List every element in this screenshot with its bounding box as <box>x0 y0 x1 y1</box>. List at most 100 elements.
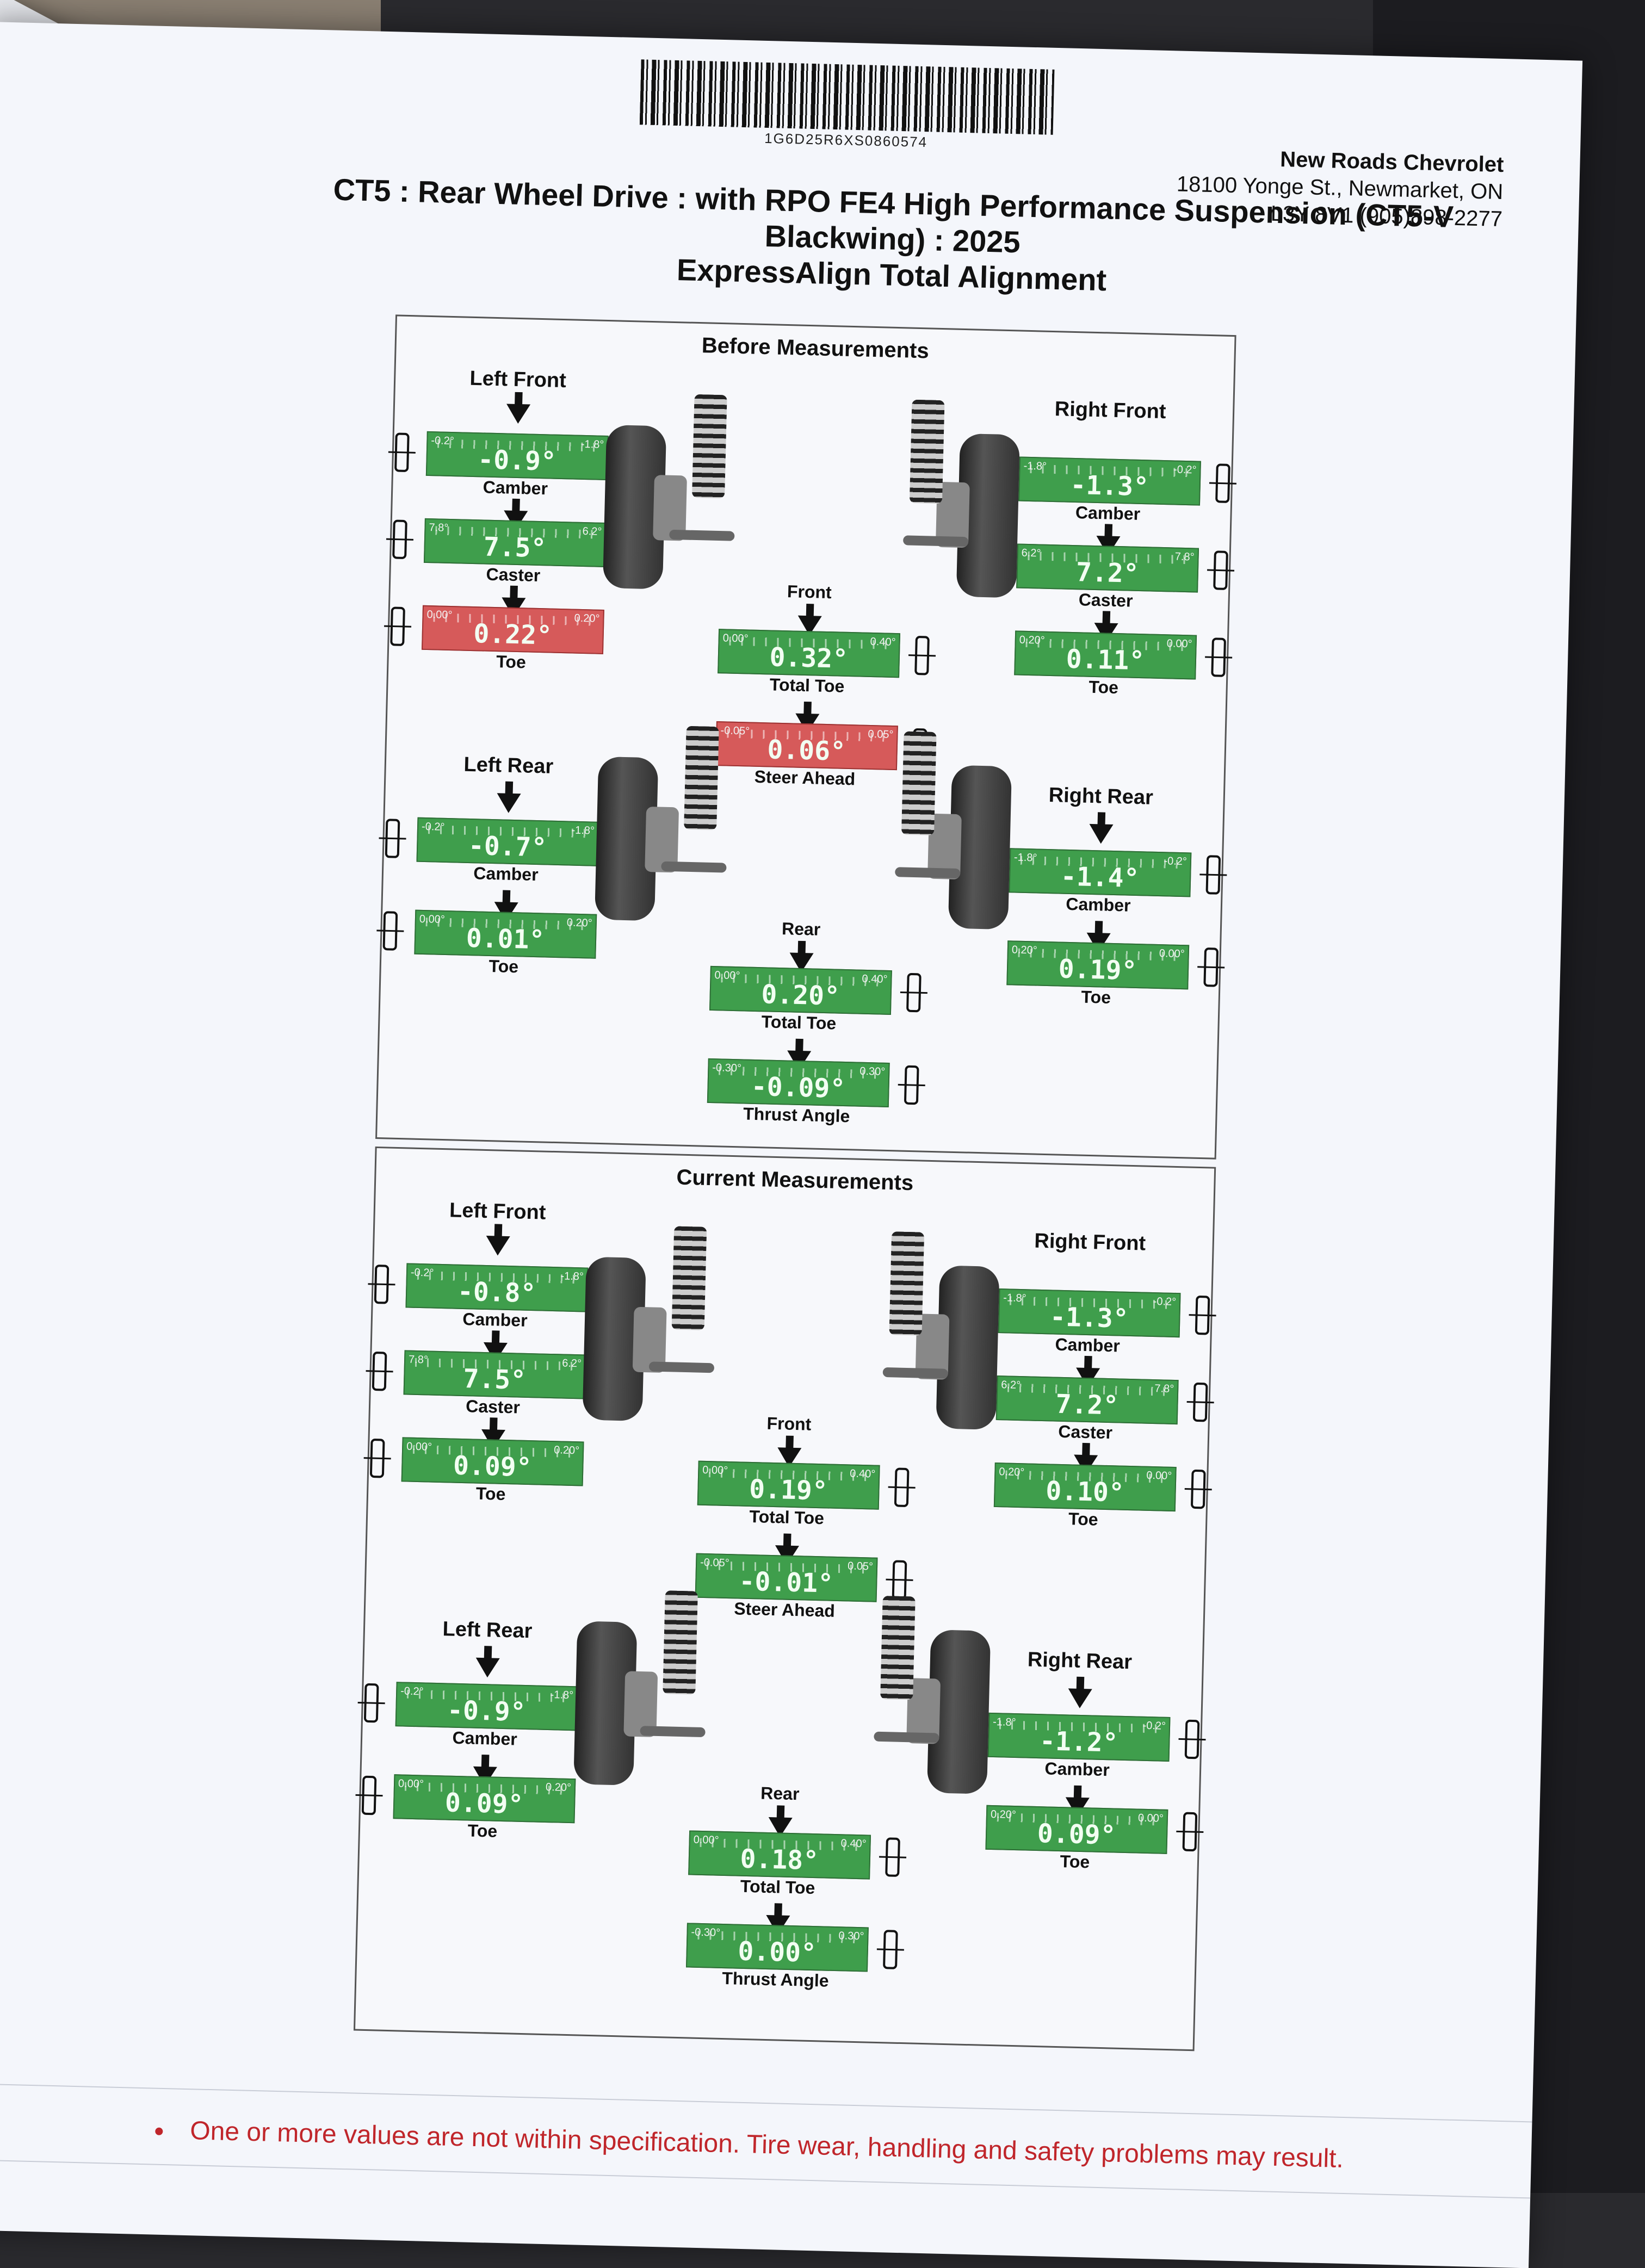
current-rear-total-toe-gauge: 0.00°0.40°0.18° <box>688 1830 871 1880</box>
before-rf-caster-icon <box>1201 548 1240 593</box>
current-front-right-suspension-coil-spring <box>889 1231 925 1336</box>
bullet-icon <box>155 2127 163 2136</box>
before-rr-toe-gauge: 0.20°0.00°0.19° <box>1006 940 1190 990</box>
current-lf-caster-icon <box>360 1349 399 1393</box>
current-rear-total-toe-gauge-label: Total Toe <box>740 1876 815 1898</box>
warning-message: One or more values are not within specif… <box>155 2115 1461 2177</box>
before-front-left-suspension-coil-spring <box>692 394 727 499</box>
before-rf-camber-gauge-value: -1.3° <box>1069 469 1149 503</box>
before-left-front-label: Left Front <box>469 367 567 393</box>
before-lf-caster-icon <box>380 517 419 562</box>
current-rf-camber-gauge-value: -1.3° <box>1049 1302 1129 1334</box>
current-rear-left-suspension-coil-spring <box>663 1590 698 1695</box>
before-lr-toe-gauge-value: 0.01° <box>466 922 545 956</box>
current-rf-caster-gauge-label: Caster <box>1058 1421 1113 1443</box>
before-rf-toe-gauge: 0.20°0.00°0.11° <box>1014 630 1197 680</box>
before-front-axle-label: Front <box>787 581 832 603</box>
current-steer-ahead-icon <box>880 1558 919 1602</box>
before-rr-camber-icon <box>1193 853 1233 897</box>
current-lf-camber-gauge-label: Camber <box>462 1309 528 1330</box>
before-lf-toe-gauge-value: 0.22° <box>473 618 553 651</box>
before-rf-camber-gauge: -1.8°-0.2°-1.3° <box>1018 456 1201 506</box>
before-rr-toe-gauge-value: 0.19° <box>1058 953 1137 987</box>
before-rf-caster-gauge: 6.2°7.8°7.2° <box>1016 543 1199 593</box>
current-lf-caster-gauge: 7.8°6.2°7.5° <box>403 1350 586 1399</box>
before-rr-toe-gauge-label: Toe <box>1081 987 1111 1007</box>
before-thrust-angle-gauge: -0.30°0.30°-0.09° <box>707 1058 890 1107</box>
current-rf-caster-gauge-value: 7.2° <box>1055 1389 1119 1421</box>
before-lf-camber-gauge-value: -0.9° <box>477 444 557 477</box>
before-lf-camber-arrow <box>506 404 531 424</box>
before-rear-left-suspension-coil-spring <box>684 726 719 831</box>
current-front-total-toe-icon <box>882 1465 922 1510</box>
before-lr-camber-gauge-label: Camber <box>473 863 539 885</box>
current-right-rear-label: Right Rear <box>1027 1648 1133 1674</box>
before-front-left-suspension-control-arm <box>669 529 735 541</box>
current-rear-total-toe-gauge-value: 0.18° <box>739 1843 819 1876</box>
current-rr-camber-gauge-value: -1.2° <box>1039 1726 1119 1758</box>
current-rr-camber-arrow <box>1067 1688 1092 1709</box>
before-rf-camber-icon <box>1203 461 1242 506</box>
current-rr-camber-gauge-label: Camber <box>1044 1758 1110 1780</box>
current-steer-ahead-gauge-value: -0.01° <box>738 1566 834 1599</box>
before-lf-caster-gauge-value: 7.5° <box>483 531 547 564</box>
before-lf-toe-gauge: 0.00°0.20°0.22° <box>422 605 604 654</box>
current-rr-toe-gauge: 0.20°0.00°0.09° <box>985 1805 1168 1854</box>
current-lr-camber-arrow <box>475 1657 500 1678</box>
before-rear-left-suspension-control-arm <box>661 861 727 873</box>
current-rr-toe-icon <box>1170 1810 1209 1854</box>
current-left-front-label: Left Front <box>449 1199 546 1224</box>
current-front-left-suspension-control-arm <box>648 1361 715 1373</box>
current-thrust-angle-gauge: -0.30°0.30°0.00° <box>685 1923 869 1972</box>
before-right-front-label: Right Front <box>1054 398 1166 424</box>
before-rr-camber-gauge-value: -1.4° <box>1060 861 1140 894</box>
before-rear-right-suspension-coil-spring <box>901 731 937 835</box>
current-thrust-angle-gauge-value: 0.00° <box>737 1936 817 1969</box>
before-right-rear-label: Right Rear <box>1048 784 1154 809</box>
current-lr-toe-gauge-value: 0.09° <box>444 1787 524 1820</box>
current-rf-caster-gauge: 6.2°7.8°7.2° <box>995 1375 1179 1425</box>
current-lf-toe-gauge-label: Toe <box>475 1483 506 1504</box>
current-left-rear-label: Left Rear <box>442 1618 533 1643</box>
current-lr-toe-icon <box>350 1773 389 1818</box>
before-lf-toe-icon <box>378 604 417 649</box>
before-rf-toe-gauge-value: 0.11° <box>1066 643 1145 677</box>
before-rear-axle-label: Rear <box>781 919 821 939</box>
current-rear-axle-label: Rear <box>760 1783 800 1804</box>
current-lf-toe-icon <box>358 1436 397 1480</box>
current-lf-camber-arrow <box>485 1235 510 1256</box>
current-front-total-toe-gauge-label: Total Toe <box>749 1506 825 1528</box>
current-lf-toe-gauge-value: 0.09° <box>453 1450 533 1483</box>
before-lf-camber-gauge-label: Camber <box>483 477 548 499</box>
current-steer-ahead-gauge: -0.05°0.05°-0.01° <box>695 1553 878 1602</box>
current-front-axle-label: Front <box>766 1413 812 1434</box>
current-right-front-label: Right Front <box>1034 1229 1146 1255</box>
current-front-right-suspension-control-arm <box>882 1367 949 1379</box>
before-lr-camber-icon <box>373 816 412 861</box>
current-rf-camber-gauge-label: Camber <box>1055 1334 1121 1356</box>
before-front-total-toe-gauge: 0.00°0.40°0.32° <box>718 629 901 678</box>
before-lr-toe-gauge: 0.00°0.20°0.01° <box>414 909 597 959</box>
current-thrust-angle-gauge-label: Thrust Angle <box>722 1968 829 1991</box>
before-thrust-angle-gauge-value: -0.09° <box>751 1071 846 1105</box>
vin-barcode: 1G6D25R6XS0860574 <box>639 59 1055 154</box>
before-lf-caster-gauge-label: Caster <box>486 564 541 586</box>
current-lr-camber-gauge-value: -0.9° <box>447 1695 527 1728</box>
current-lf-camber-icon <box>362 1262 401 1306</box>
before-steer-ahead-gauge-value: 0.06° <box>766 734 846 767</box>
before-lr-camber-gauge: -0.2°-1.8°-0.7° <box>416 817 599 866</box>
current-front-total-toe-gauge-value: 0.19° <box>749 1473 828 1507</box>
current-lf-toe-gauge: 0.00°0.20°0.09° <box>401 1437 584 1486</box>
current-rf-camber-icon <box>1183 1293 1222 1337</box>
current-lr-toe-gauge: 0.00°0.20°0.09° <box>393 1774 576 1824</box>
before-thrust-angle-icon <box>892 1063 931 1107</box>
current-rr-toe-gauge-label: Toe <box>1060 1851 1090 1872</box>
current-rf-toe-gauge-value: 0.10° <box>1045 1476 1125 1508</box>
current-rr-camber-gauge: -1.8°-0.2°-1.2° <box>987 1712 1171 1762</box>
current-rear-right-suspension-control-arm <box>874 1731 939 1743</box>
before-rear-total-toe-gauge: 0.00°0.40°0.20° <box>709 965 892 1015</box>
current-lf-caster-gauge-value: 7.5° <box>462 1364 527 1396</box>
before-rr-camber-arrow <box>1089 823 1114 844</box>
before-left-rear-label: Left Rear <box>463 753 554 778</box>
current-rf-camber-gauge: -1.8°-0.2°-1.3° <box>998 1288 1181 1338</box>
